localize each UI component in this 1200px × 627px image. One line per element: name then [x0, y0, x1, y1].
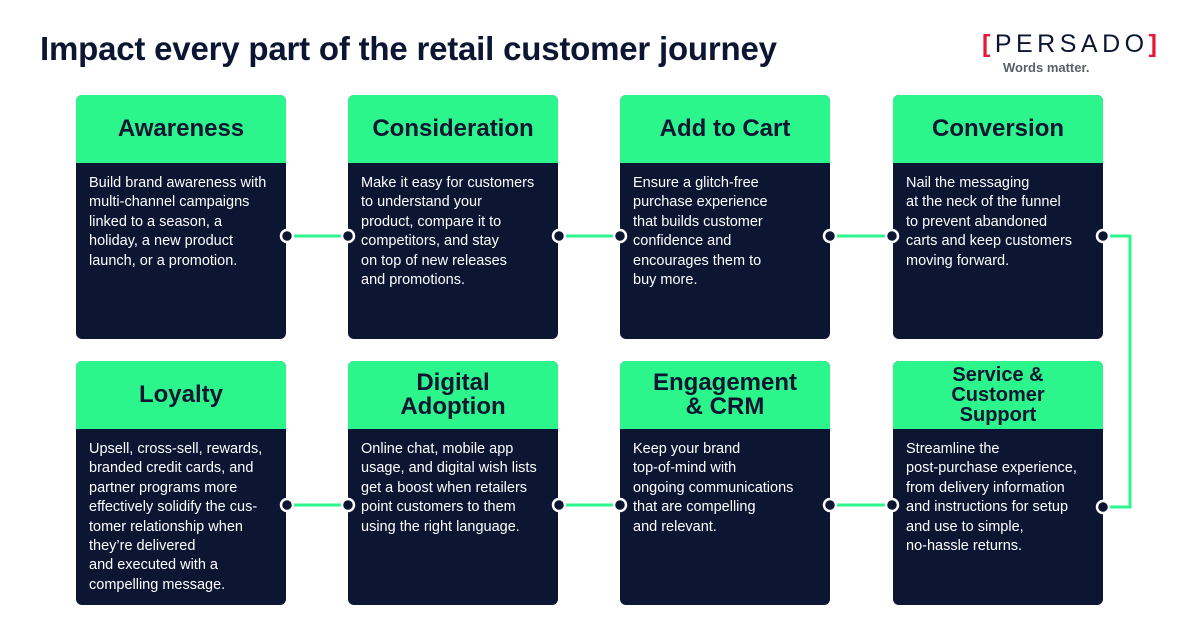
stage-header: Add to Cart [620, 95, 830, 163]
stage-description: Nail the messaging at the neck of the fu… [906, 175, 1073, 269]
stage-header: Service & Customer Support [893, 361, 1103, 429]
stage-title: Conversion [931, 115, 1065, 142]
stage-description: Build brand awareness with multi-channel… [89, 175, 267, 269]
stage-title: Awareness [117, 115, 245, 142]
stage-title: Loyalty [138, 381, 224, 408]
stage-card-digital-adoption: Digital Adoption Online chat, mobile app… [348, 361, 558, 605]
stage-title: Consideration [372, 115, 534, 142]
stage-description: Ensure a glitch-free purchase experience… [633, 175, 768, 289]
connector-lines [287, 234, 1132, 509]
connector-4-8 [1103, 234, 1132, 509]
stage-card-loyalty: Loyalty Upsell, cross-sell, rewards, bra… [76, 361, 286, 605]
logo-name: PERSADO [994, 30, 1149, 58]
stage-header: Consideration [348, 95, 558, 163]
stage-card-engagement-crm: Engagement & CRM Keep your brand top-of-… [620, 361, 830, 605]
stage-description: Online chat, mobile app usage, and digit… [361, 441, 537, 535]
stage-header: Loyalty [76, 361, 286, 429]
logo-tagline: Words matter. [1003, 60, 1090, 75]
stage-card-add-to-cart: Add to Cart Ensure a glitch-free purchas… [620, 95, 830, 339]
stage-header: Conversion [893, 95, 1103, 163]
stage-description: Keep your brand top-of-mind with ongoing… [633, 441, 794, 535]
logo-bracket-close: ] [1148, 30, 1162, 58]
stage-title: Engagement & CRM [652, 369, 798, 420]
stage-description: Upsell, cross-sell, rewards, branded cre… [89, 441, 263, 593]
stage-card-conversion: Conversion Nail the messaging at the nec… [893, 95, 1103, 339]
stage-description: Streamline the post-purchase experience,… [906, 441, 1077, 555]
logo-bracket-open: [ [982, 30, 995, 58]
stage-card-consideration: Consideration Make it easy for customers… [348, 95, 558, 339]
stage-card-service-support: Service & Customer Support Streamline th… [893, 361, 1103, 605]
stage-card-awareness: Awareness Build brand awareness with mul… [76, 95, 286, 339]
stage-header: Awareness [76, 95, 286, 163]
page-title: Impact every part of the retail customer… [40, 30, 777, 67]
stage-title: Digital Adoption [400, 369, 506, 420]
stage-title: Add to Cart [659, 115, 791, 142]
stage-title: Service & Customer Support [951, 364, 1045, 426]
logo-wordmark: [PERSADO] [982, 30, 1170, 58]
stage-header: Engagement & CRM [620, 361, 830, 429]
persado-logo: [PERSADO] Words matter. [982, 30, 1170, 75]
stage-header: Digital Adoption [348, 361, 558, 429]
stage-description: Make it easy for customers to understand… [361, 175, 535, 289]
